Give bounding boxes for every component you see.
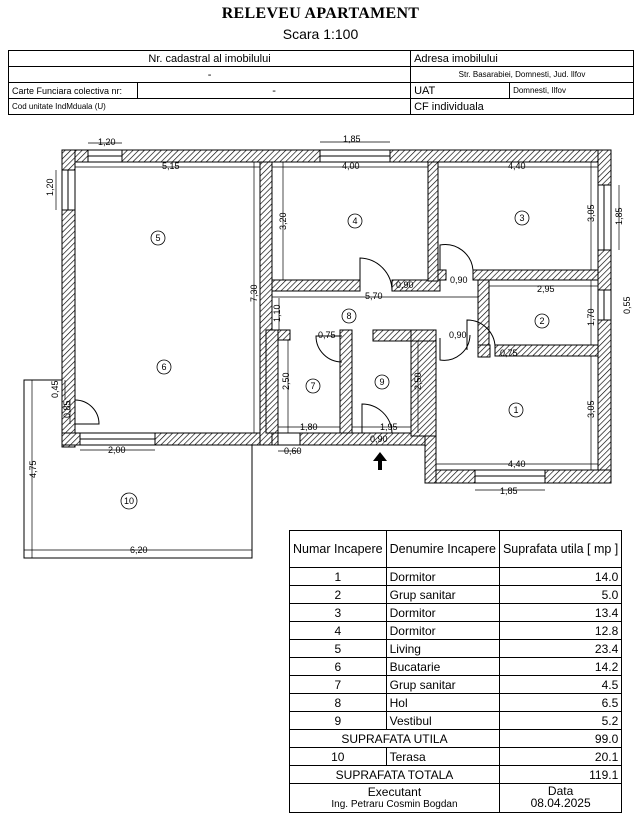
dim-label: 2,00 [108, 445, 126, 455]
entrance-arrow [373, 452, 387, 470]
dim-label: 1,20 [98, 137, 116, 147]
dim-label: 0,55 [622, 296, 632, 314]
dim-label: 6,20 [130, 545, 148, 555]
dim-label: 3,05 [586, 400, 596, 418]
room-number: 5 [155, 233, 160, 243]
dim-label: 0,90 [450, 275, 468, 285]
room-number: 4 [352, 216, 357, 226]
dim-label: 1,70 [586, 308, 596, 326]
executant-name: Ing. Petraru Cosmin Bogdan [331, 798, 458, 810]
terrace-row: 10 Terasa 20.1 [289, 747, 623, 766]
dim-label: 4,00 [342, 161, 360, 171]
util-total-row: SUPRAFATA UTILA 99.0 [289, 729, 623, 748]
dim-label: 5,15 [162, 161, 180, 171]
dim-label: 1,10 [272, 304, 282, 322]
room-markers [120, 210, 550, 510]
doors [74, 244, 496, 434]
date-label: Data [547, 784, 574, 798]
room-numbers: 1 2 3 4 5 6 7 8 9 10 [124, 213, 545, 506]
room-number: 7 [310, 381, 315, 391]
dim-label: 2,95 [537, 284, 555, 294]
room-number: 8 [346, 311, 351, 321]
dim-label: 0,90 [370, 434, 388, 444]
dim-label: 0,90 [449, 330, 467, 340]
room-number: 9 [379, 377, 384, 387]
dim-label: 0,60 [284, 446, 302, 456]
room-number: 6 [161, 362, 166, 372]
dim-label: 0,75 [318, 330, 336, 340]
page-title: RELEVEU APARTAMENT [221, 5, 420, 22]
dim-label: 3,05 [586, 204, 596, 222]
room-number: 1 [513, 405, 518, 415]
cf-individuala-label: CF individuala [410, 98, 634, 115]
windows [61, 149, 612, 484]
dim-label: 2,50 [413, 372, 423, 390]
room-number: 10 [124, 496, 134, 506]
dim-label: 4,40 [508, 161, 526, 171]
dim-label: 5,70 [365, 291, 383, 301]
executant-label: Executant [367, 784, 422, 799]
col-header-name: Denumire Incapere [385, 530, 500, 568]
dim-label: 1,80 [300, 422, 318, 432]
dim-label: 4,75 [28, 460, 38, 478]
dim-label: 4,40 [508, 459, 526, 469]
dim-label: 2,50 [281, 372, 291, 390]
property-info-table: Nr. cadastral al imobilului Adresa imobi… [7, 50, 634, 115]
col-header-number: Numar Incapere [289, 530, 387, 568]
dim-label: 1,95 [380, 422, 398, 432]
room-number: 2 [539, 316, 544, 326]
dim-label: 1,20 [45, 178, 55, 196]
dim-label: 0,85 [62, 400, 72, 418]
dim-label: 1,85 [343, 134, 361, 144]
dimension-lines [24, 141, 620, 558]
dim-label: 0,45 [50, 380, 60, 398]
dim-label: 1,85 [500, 486, 518, 496]
dim-label: 0,90 [396, 280, 414, 290]
date-value: 08.04.2025 [530, 796, 591, 810]
col-header-area: Suprafata utila [ mp ] [498, 530, 623, 568]
grand-total-row: SUPRAFATA TOTALA 119.1 [289, 765, 623, 784]
rooms-area-table: Numar Incapere Denumire Incapere Suprafa… [289, 530, 623, 813]
walls [61, 149, 612, 484]
dim-label: 3,20 [278, 212, 288, 230]
dim-label: 1,85 [614, 207, 624, 225]
cod-unitate-label: Cod unitate IndMduala (U) [7, 98, 412, 115]
dim-label: 7,30 [249, 284, 259, 302]
dim-label: 0,75 [500, 348, 518, 358]
scale-label: Scara 1:100 [282, 26, 359, 42]
terrace-outline [23, 379, 253, 559]
dimension-labels: 1,20 1,85 5,15 4,00 4,40 1,20 3,20 3,05 … [28, 134, 632, 555]
room-number: 3 [519, 213, 524, 223]
